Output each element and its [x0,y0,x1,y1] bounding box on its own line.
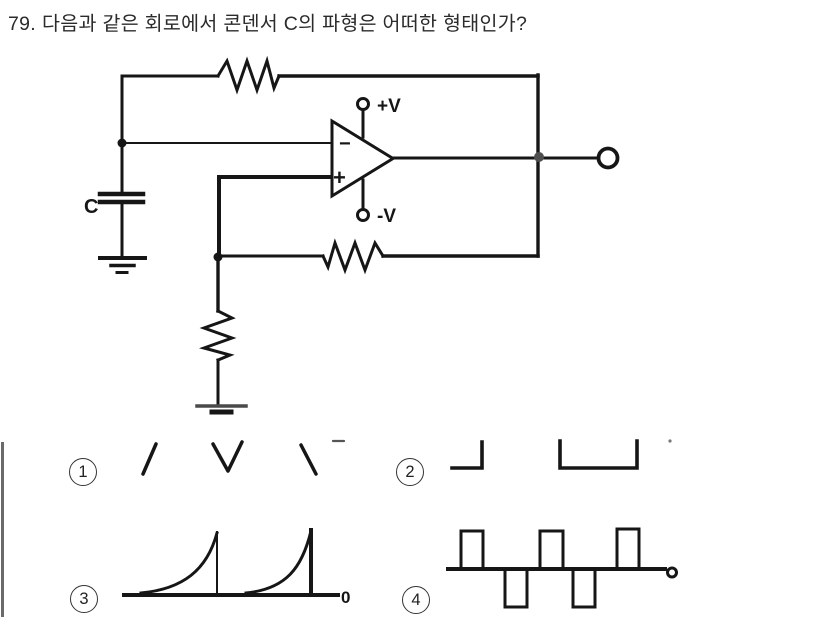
capacitor-icon [97,191,146,205]
negative-supply-label: -V [377,206,396,227]
pulse-down-1 [503,567,529,609]
positive-supply-label: +V [377,96,401,117]
noninverting-input-label: + [333,165,346,190]
exp-curve-1 [139,531,219,595]
ground-symbol-bottom [195,404,248,415]
option-1-number: 1 [69,458,97,486]
triangle-v-segment [211,440,244,473]
option-4-number: 4 [402,586,430,614]
divider-resistor-icon [198,308,237,362]
question-text: 다음과 같은 회로에서 콘덴서 C의 파형은 어떠한 형태인가? [42,13,528,35]
pulse-up-1 [459,529,485,571]
square-segment-1 [450,440,484,470]
wire-noninverting-input [217,175,337,259]
question-line: 79.다음과 같은 회로에서 콘덴서 C의 파형은 어떠한 형태인가? [8,7,527,36]
stray-dot [668,439,672,443]
junction-dot [534,152,544,162]
pulse-up-3 [615,527,641,571]
capacitor-label: C [84,196,98,218]
left-margin-rule [1,442,4,617]
option-3-axis-label: 0 [341,588,350,607]
junction-dot [213,252,223,262]
option-3-number: 3 [70,585,98,613]
wire-top-left [120,74,220,145]
positive-supply-terminal-icon [356,97,370,111]
output-terminal-icon [596,146,620,170]
square-segment-2 [558,439,639,470]
junction-dot [117,138,127,148]
pulse-up-2 [538,529,565,571]
opamp-triangle-icon [330,118,396,199]
option-3-waveform [122,528,340,597]
pulse-down-2 [571,567,597,609]
exp-curve-2 [244,529,313,595]
option-2-number: 2 [396,458,424,486]
option-4-waveform [446,527,678,609]
positive-feedback-resistor-icon [321,238,386,275]
question-number: 79. [8,13,37,35]
option-2-waveform [450,439,672,470]
option-1-waveform [141,439,346,476]
triangle-rising-segment [141,442,158,476]
triangle-falling-segment [299,443,318,476]
ground-symbol-left [98,256,147,274]
negative-supply-terminal-icon [356,208,370,222]
pulse-axis-end-terminal-icon [666,566,678,579]
circuit-diagram [97,55,620,415]
feedback-resistor-icon [215,55,281,95]
inverting-input-label: − [339,133,351,155]
